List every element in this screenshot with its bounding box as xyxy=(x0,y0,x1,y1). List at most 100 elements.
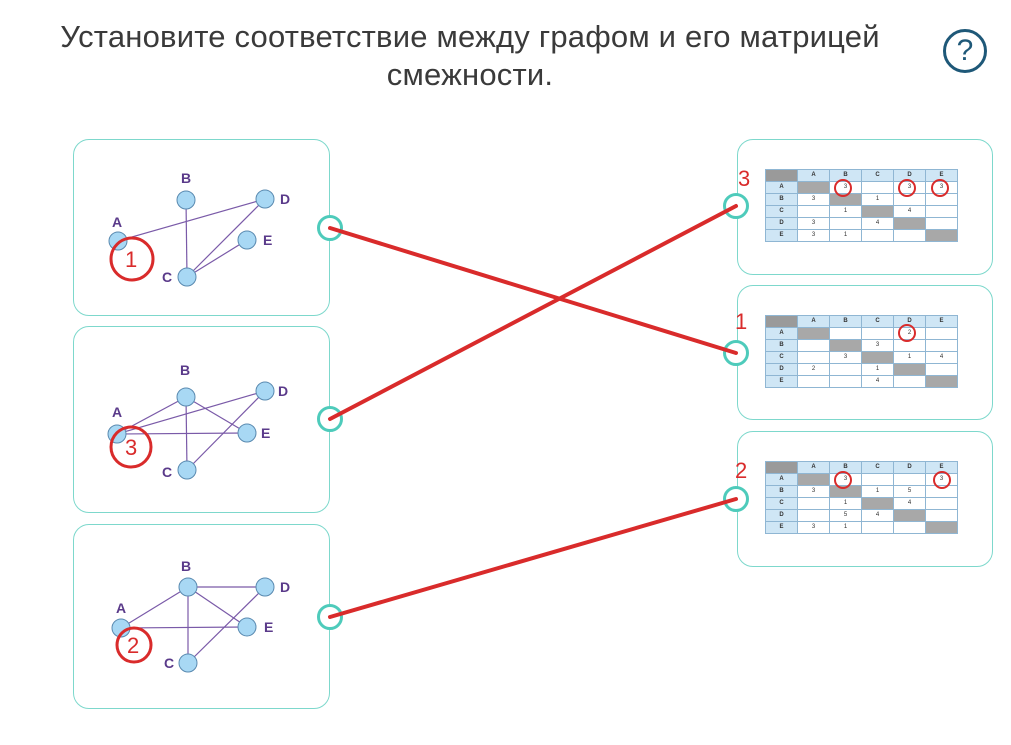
matrix-cell xyxy=(925,205,958,218)
matrix-cell xyxy=(861,181,894,194)
svg-text:A: A xyxy=(112,404,122,420)
svg-text:C: C xyxy=(164,655,174,671)
matrix-row: C 1 4 xyxy=(765,205,958,218)
task-title: Установите соответствие между графом и е… xyxy=(60,19,880,92)
left-port-3[interactable] xyxy=(317,604,343,630)
matrix-cell xyxy=(861,497,894,510)
left-port-2[interactable] xyxy=(317,406,343,432)
matrix-row-header: E xyxy=(765,521,798,534)
matrix-corner xyxy=(765,315,798,328)
svg-text:E: E xyxy=(264,619,273,635)
matrix-cell: 4 xyxy=(861,509,894,522)
right-port-1[interactable] xyxy=(723,193,749,219)
matrix-cell xyxy=(925,217,958,230)
graph-3-drawing: A B C D E 2 xyxy=(111,558,290,673)
matrix-cell: 1 xyxy=(861,485,894,498)
red-circle-mark xyxy=(898,324,916,342)
svg-text:C: C xyxy=(162,464,172,480)
matrix-row-header: B xyxy=(765,193,798,206)
matrix-cell xyxy=(925,363,958,376)
matrix-cell xyxy=(797,205,830,218)
graph-card-1[interactable]: A B C D E 1 xyxy=(73,139,330,316)
svg-text:1: 1 xyxy=(125,247,137,272)
left-port-1[interactable] xyxy=(317,215,343,241)
matrix-cell xyxy=(829,217,862,230)
matrix-cell: 1 xyxy=(893,351,926,364)
matrix-cell xyxy=(861,205,894,218)
matrix-cell: 2 xyxy=(797,363,830,376)
matrix-cell: 4 xyxy=(861,375,894,388)
matrix-cell xyxy=(829,363,862,376)
svg-text:B: B xyxy=(180,362,190,378)
matrix-cell xyxy=(797,327,830,340)
matrix-cell xyxy=(797,497,830,510)
matrix-cell: 5 xyxy=(893,485,926,498)
matrix-cell xyxy=(861,327,894,340)
red-circle-mark xyxy=(834,179,852,197)
matrix-cell: 1 xyxy=(829,205,862,218)
matrix-annotation-1: 3 xyxy=(738,166,751,191)
matrix-cell xyxy=(797,351,830,364)
graph-2-drawing: A B C D E 3 xyxy=(107,362,288,480)
matrix-cell xyxy=(797,509,830,522)
matrix-row-header: D xyxy=(765,217,798,230)
matrix-row-header: D xyxy=(765,509,798,522)
svg-text:D: D xyxy=(278,383,288,399)
matrix-row-header: C xyxy=(765,351,798,364)
matrix-cell: 4 xyxy=(861,217,894,230)
right-port-3[interactable] xyxy=(723,486,749,512)
help-button[interactable]: ? xyxy=(943,29,987,73)
matrix-cell: 1 xyxy=(829,521,862,534)
matrix-cell xyxy=(925,497,958,510)
red-circle-mark xyxy=(933,471,951,489)
graph-1-drawing: A B C D E 1 xyxy=(108,170,290,287)
svg-text:A: A xyxy=(112,214,122,230)
matrix-cell: 4 xyxy=(893,497,926,510)
matrix-row-header: B xyxy=(765,485,798,498)
matrix-cell: 3 xyxy=(797,193,830,206)
matrix-cell: 3 xyxy=(797,485,830,498)
matrix-cell xyxy=(925,509,958,522)
matrix-cell xyxy=(925,339,958,352)
svg-text:2: 2 xyxy=(127,633,139,658)
matrix-row-header: C xyxy=(765,205,798,218)
graph-card-2[interactable]: A B C D E 3 xyxy=(73,326,330,513)
matrix-annotation-3: 2 xyxy=(735,458,748,483)
matrix-cell: 4 xyxy=(893,205,926,218)
matrix-cell xyxy=(893,473,926,486)
matrix-row-header: A xyxy=(765,327,798,340)
svg-text:D: D xyxy=(280,579,290,595)
matrix-row-header: D xyxy=(765,363,798,376)
connection-line-3 xyxy=(328,497,738,619)
matrix-cell: 5 xyxy=(829,509,862,522)
matrix-cell xyxy=(797,181,830,194)
right-port-2[interactable] xyxy=(723,340,749,366)
matrix-cell xyxy=(797,339,830,352)
matrix-cell xyxy=(893,521,926,534)
matrix-cell: 3 xyxy=(797,217,830,230)
svg-text:E: E xyxy=(263,232,272,248)
matrix-cell xyxy=(861,351,894,364)
matrix-cell xyxy=(829,339,862,352)
matrix-cell xyxy=(797,375,830,388)
matrix-cell: 1 xyxy=(829,497,862,510)
matrix-row-header: B xyxy=(765,339,798,352)
matrix-cell: 3 xyxy=(797,229,830,242)
matrix-cell xyxy=(925,229,958,242)
connection-line-1 xyxy=(328,226,738,355)
matrix-cell xyxy=(861,521,894,534)
matrix-corner xyxy=(765,169,798,182)
svg-text:B: B xyxy=(181,170,191,186)
graph-card-3[interactable]: A B C D E 2 xyxy=(73,524,330,709)
svg-text:E: E xyxy=(261,425,270,441)
